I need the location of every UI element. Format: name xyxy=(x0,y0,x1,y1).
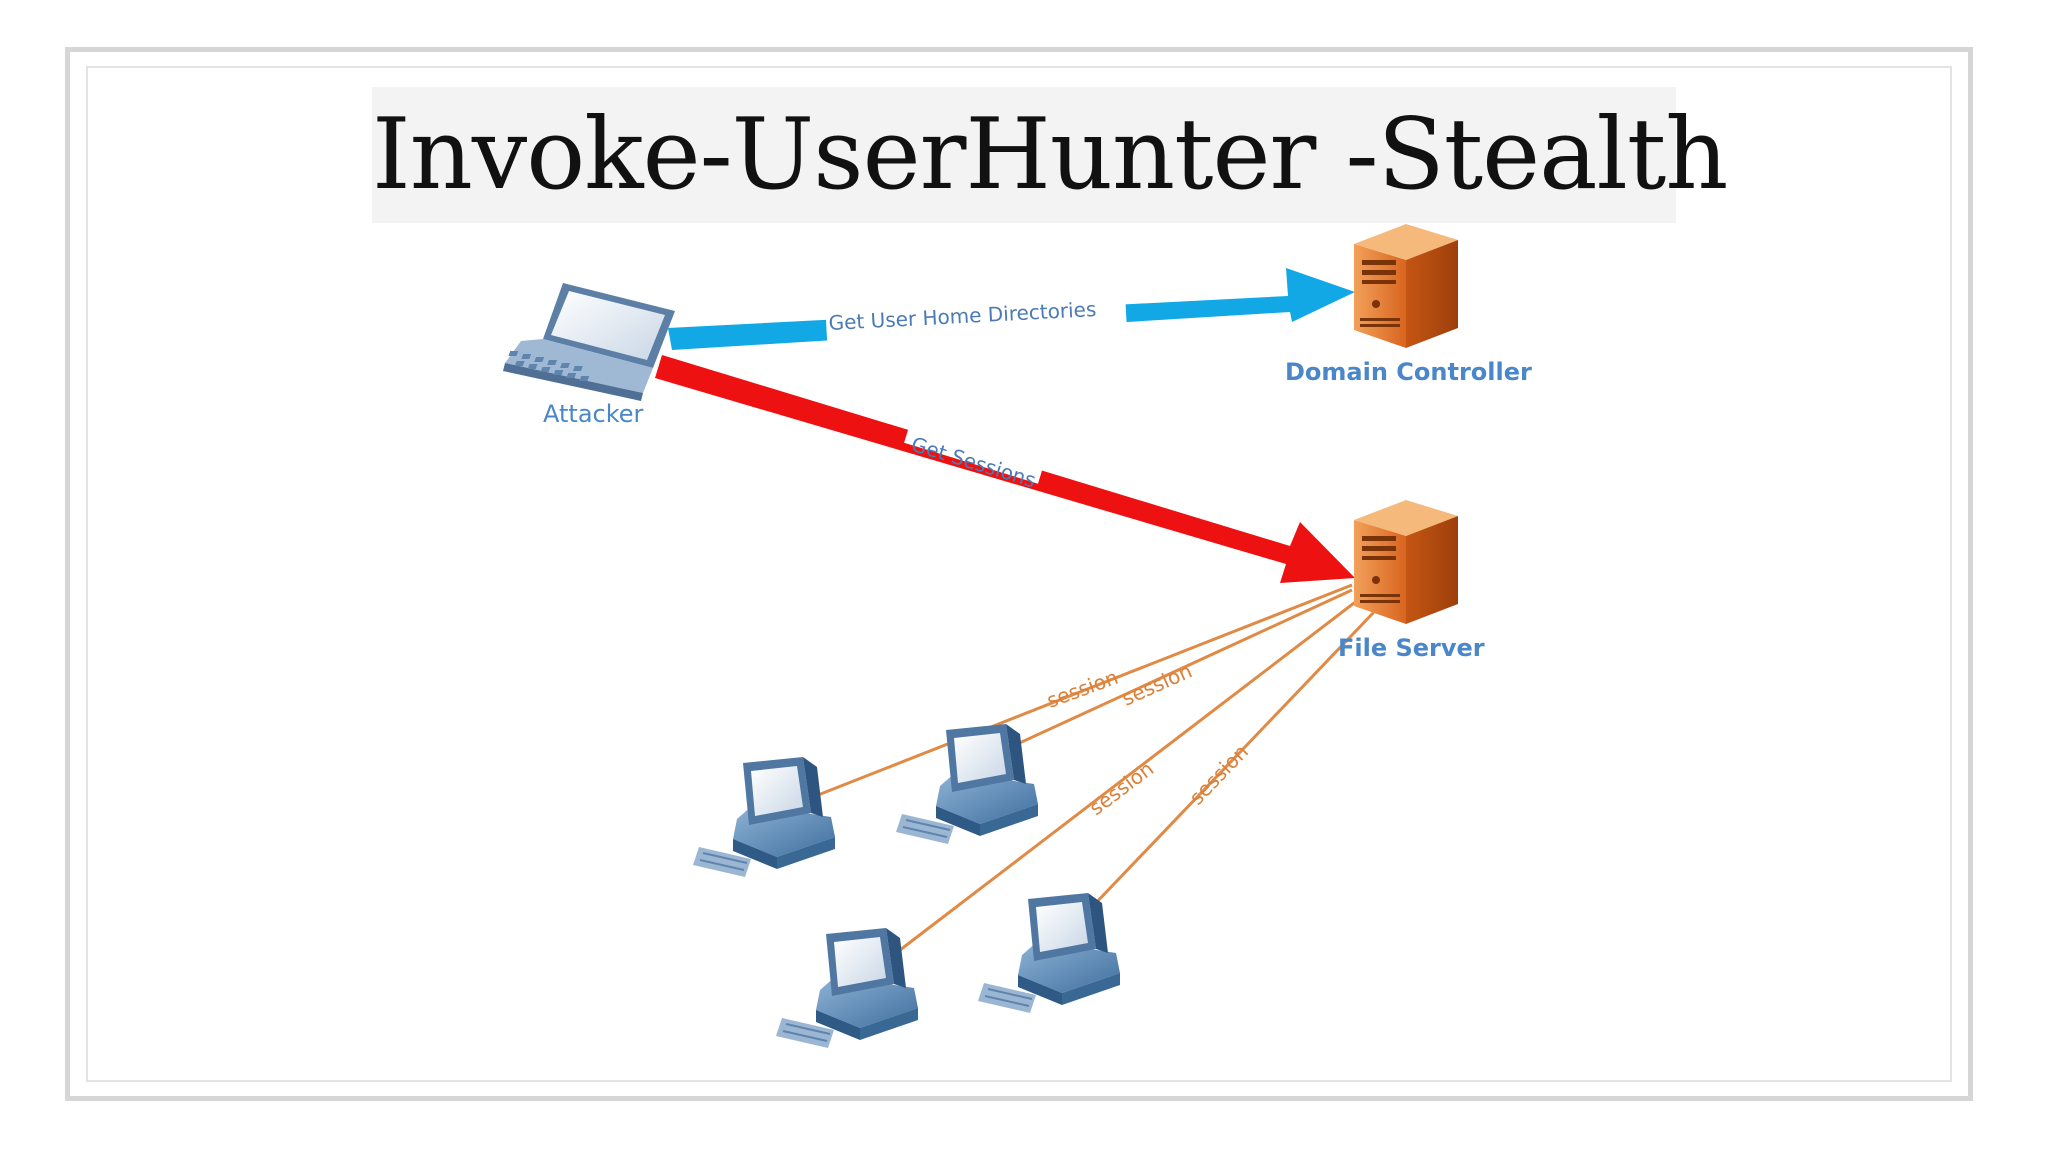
slide-inner-border xyxy=(86,66,1952,1082)
home-directories-label-bg xyxy=(825,290,1127,342)
file-server-label: File Server xyxy=(1338,634,1485,662)
session-label-4: session xyxy=(1184,740,1253,810)
session-line-4 xyxy=(1090,610,1376,909)
session-line-3 xyxy=(899,598,1359,952)
slide-title: Invoke-UserHunter -Stealth xyxy=(372,98,1728,212)
session-lines xyxy=(817,583,1376,952)
desktop-computer-icon xyxy=(978,893,1120,1013)
desktop-computer-icon xyxy=(693,757,835,877)
session-label-1: session xyxy=(1044,665,1122,713)
domain-controller-server-icon xyxy=(1354,224,1458,348)
desktop-computer-icon xyxy=(776,928,918,1048)
title-box: Invoke-UserHunter -Stealth xyxy=(372,87,1728,223)
desktop-computer-icon xyxy=(896,724,1038,844)
get-sessions-label-bg xyxy=(904,410,1048,484)
attacker-label: Attacker xyxy=(543,400,644,428)
session-label-3: session xyxy=(1085,756,1159,820)
session-label-2: session xyxy=(1118,659,1195,711)
domain-controller-label: Domain Controller xyxy=(1285,358,1532,386)
session-line-1 xyxy=(817,583,1353,797)
laptop-icon xyxy=(503,283,675,401)
session-line-2 xyxy=(999,588,1353,754)
file-server-server-icon xyxy=(1354,500,1458,624)
